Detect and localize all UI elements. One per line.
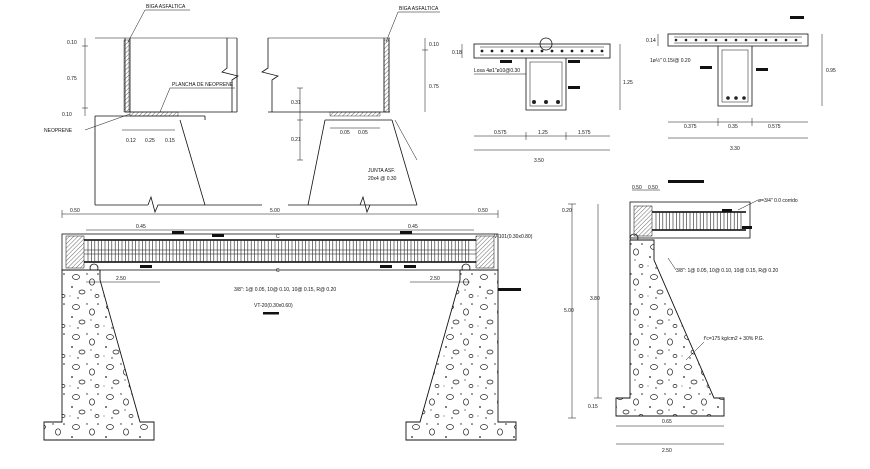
elev-stirrup-note: 3/8": 1@ 0.05, 10@ 0.10, 10@ 0.15, R@ 0.… <box>234 287 336 293</box>
elev-span-0: 0.45 <box>136 224 146 230</box>
joint-dim-0: 0.05 <box>340 130 350 136</box>
abut-bar-note: ø=3/4" 0.0 corrido <box>758 198 798 204</box>
elev-left-end: 0.50 <box>70 208 80 214</box>
section-b: 0.14 0.95 1ø½" 0.15/@ 0.20 0.375 0.35 0.… <box>646 16 836 152</box>
rebar-dot <box>734 38 738 42</box>
rebar-dot <box>600 49 604 53</box>
secB-total: 3.30 <box>730 146 740 152</box>
abut-fill-note: f'c=175 kg/cm2 + 30% P.G. <box>704 336 764 342</box>
dim-left-1: 0.75 <box>67 76 77 82</box>
rebar-dot <box>510 49 514 53</box>
secB-slab-dim: 0.14 <box>646 38 656 44</box>
rebar-dot <box>744 38 748 42</box>
section-a: 0.18 1.25 Losa 4ø1"ø10@0.30 0.575 1.25 1… <box>452 37 633 164</box>
secA-bar-note: Losa 4ø1"ø10@0.30 <box>474 68 520 74</box>
abut-bottom-0: 0.65 <box>662 419 672 425</box>
secA-total: 3.50 <box>534 158 544 164</box>
rebar-dot <box>694 38 698 42</box>
rebar-dot <box>794 38 798 42</box>
rebar-dot <box>774 38 778 42</box>
abut-top-1: 0.50 <box>648 185 658 191</box>
rebar-dot <box>530 49 534 53</box>
abut-dim-0: 0.20 <box>562 208 572 214</box>
secB-dim-1: 0.35 <box>728 124 738 130</box>
abut-bottom-1: 2.50 <box>662 448 672 454</box>
elev-inner-0: 2.50 <box>116 276 126 282</box>
abut-dim-1: 5.00 <box>564 308 574 314</box>
rebar-dot <box>684 38 688 42</box>
dim-right-1: 0.75 <box>429 84 439 90</box>
bearing-detail: BIGA ASFALTICA BIGA ASFALTICA PLANCHA DE… <box>44 4 440 214</box>
rebar-dot <box>704 38 708 42</box>
base-dim-2: 0.15 <box>165 138 175 144</box>
secB-height-dim: 0.95 <box>826 68 836 74</box>
rebar-dot <box>764 38 768 42</box>
base-dim-1: 0.25 <box>145 138 155 144</box>
rebar-dot <box>500 49 504 53</box>
secB-bar-note: 1ø½" 0.15/@ 0.20 <box>650 57 691 64</box>
rebar-dot <box>724 38 728 42</box>
plate-label: PLANCHA DE NEOPRENE <box>172 82 234 88</box>
joint-note: 20x4 @ 0.30 <box>368 176 397 182</box>
abutment-detail: 0.20 5.00 0.15 3.80 0.50 0.50 ø=3/4" 0.0… <box>562 180 798 454</box>
elev-beam-note: V-101(0.30x0.80) <box>494 234 533 240</box>
bridge-elevation: 5.00 0.50 0.50 0.45 0.45 2.50 2.50 V-101… <box>43 208 533 441</box>
rebar-dot <box>520 49 524 53</box>
rebar-dot <box>540 49 544 53</box>
elev-mark-bottom: C <box>276 268 280 274</box>
rebar-dot <box>714 38 718 42</box>
abut-top-0: 0.50 <box>632 185 642 191</box>
abut-dim-2: 0.15 <box>588 404 598 410</box>
dim-left-2: 0.10 <box>62 112 72 118</box>
rebar-dot <box>480 49 484 53</box>
base-dim-0: 0.12 <box>126 138 136 144</box>
neoprene-label: NEOPRENE <box>44 128 73 134</box>
secA-height-dim: 1.25 <box>623 80 633 86</box>
rebar-dot <box>754 38 758 42</box>
elev-inner-1: 2.50 <box>430 276 440 282</box>
secA-slab-dim: 0.18 <box>452 50 462 56</box>
rebar-dot <box>590 49 594 53</box>
label-right: BIGA ASFALTICA <box>399 6 439 12</box>
rebar-dot <box>570 49 574 53</box>
secA-dim-1: 1.25 <box>538 130 548 136</box>
rebar-dot <box>490 49 494 53</box>
abut-stirrup-note: 3/8": 1@ 0.05, 10@ 0.10, 10@ 0.15, R@ 0.… <box>676 268 778 274</box>
secA-dim-0: 0.575 <box>494 130 507 136</box>
elev-right-end: 0.50 <box>478 208 488 214</box>
dim-mid-0: 0.31 <box>291 100 301 106</box>
rebar-dot <box>784 38 788 42</box>
secA-dim-2: 1.575 <box>578 130 591 136</box>
secB-dim-2: 0.575 <box>768 124 781 130</box>
rebar-dot <box>580 49 584 53</box>
elev-mark-top: C <box>276 234 280 240</box>
label-left: BIGA ASFALTICA <box>146 4 186 10</box>
rebar-dot <box>560 49 564 53</box>
dim-right-0: 0.10 <box>429 42 439 48</box>
abut-inner-dim: 3.80 <box>590 296 600 302</box>
elev-title: VT-20(0.30x0.60) <box>254 303 293 309</box>
rebar-dot <box>550 49 554 53</box>
elev-top-dim: 5.00 <box>270 208 280 214</box>
dim-left-0: 0.10 <box>67 40 77 46</box>
rebar-dot <box>674 38 678 42</box>
joint-label: JUNTA ASF. <box>368 168 395 174</box>
joint-dim-1: 0.05 <box>358 130 368 136</box>
elev-span-1: 0.45 <box>408 224 418 230</box>
dim-mid-1: 0.21 <box>291 137 301 143</box>
secB-dim-0: 0.375 <box>684 124 697 130</box>
